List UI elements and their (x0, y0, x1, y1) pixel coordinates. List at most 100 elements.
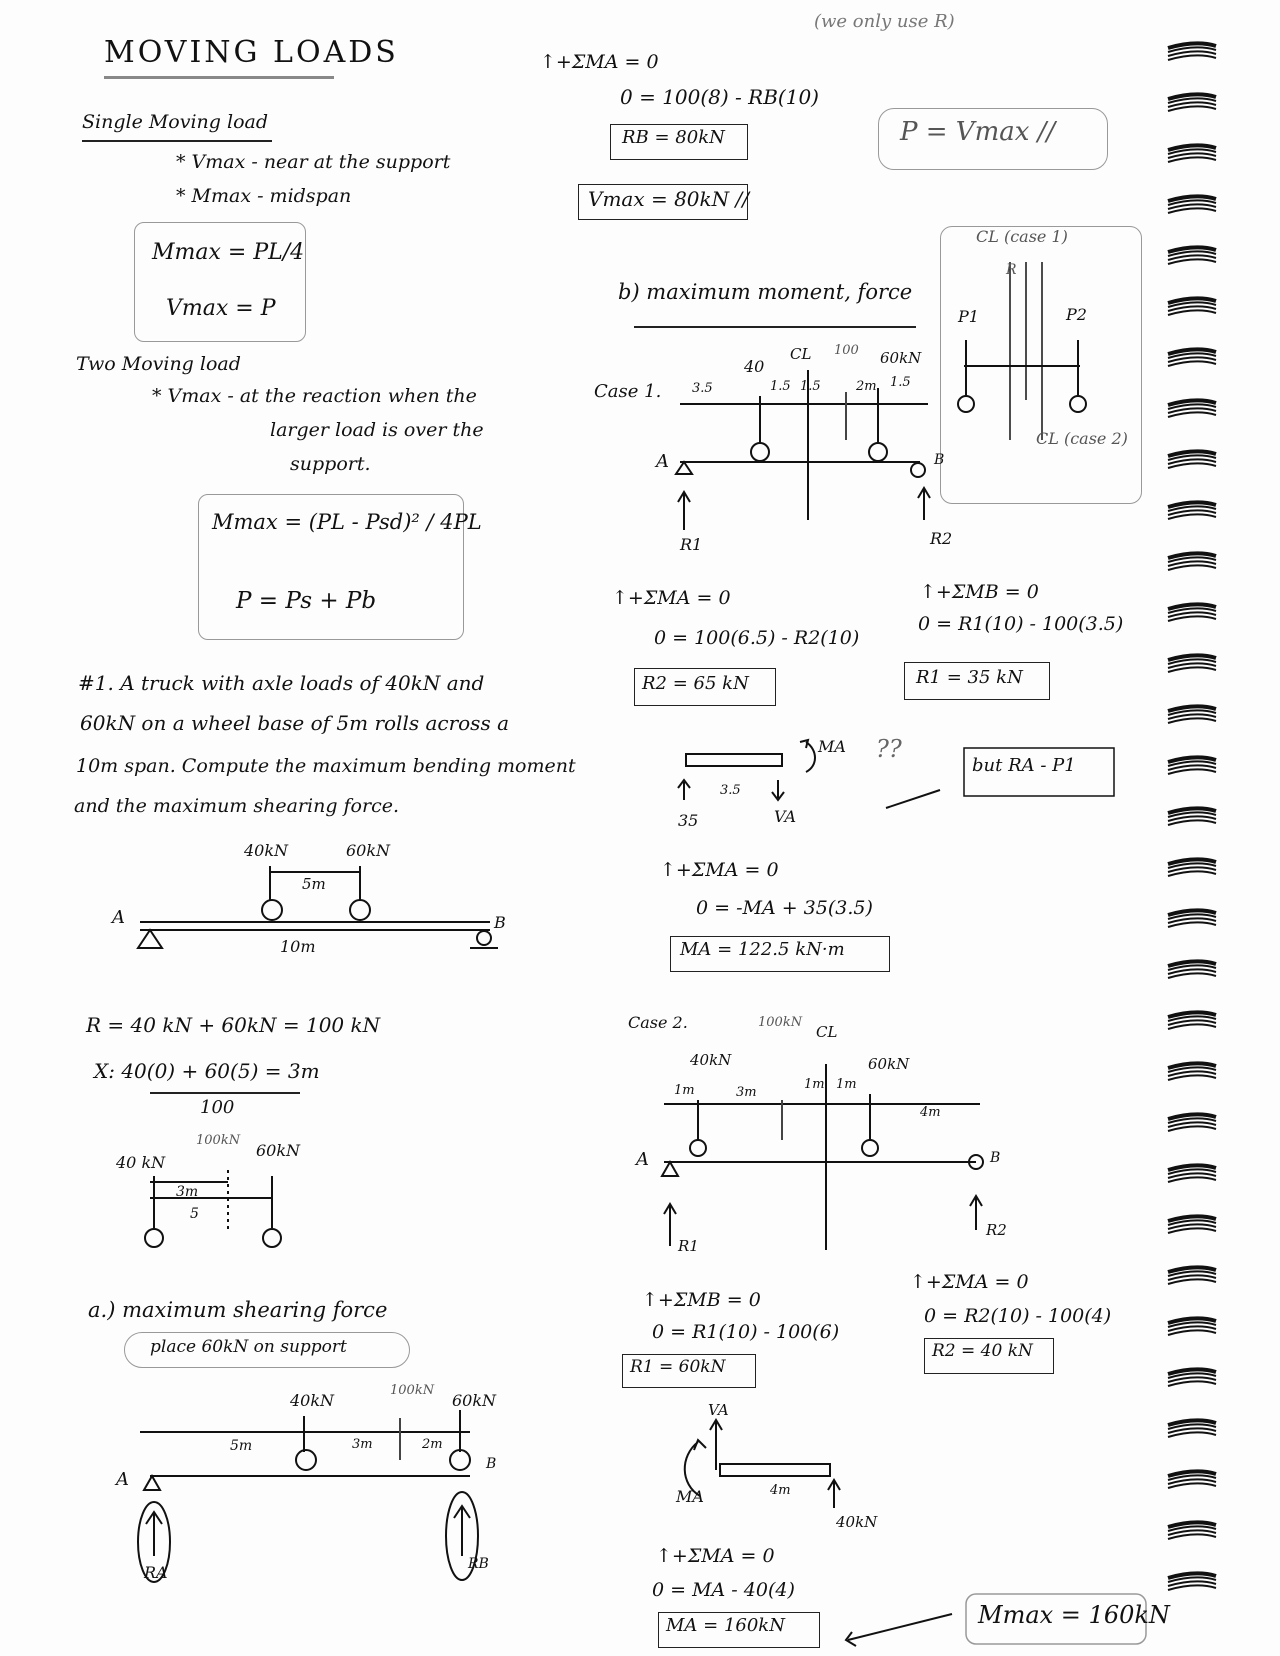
spiral-ring (1167, 1265, 1217, 1285)
case-2-fbd-ma: MA (676, 1487, 704, 1506)
case-2-eq-4: ↑+ΣMA = 0 (910, 1271, 1029, 1293)
fig2-dist-2: 5 (190, 1206, 199, 1222)
mmax-result: Mmax = 160kN (978, 1601, 1170, 1629)
page-title: MOVING LOADS (104, 35, 399, 70)
case-1-eq-1: ↑+ΣMA = 0 (612, 587, 731, 609)
fig1-load-2: 60kN (346, 841, 391, 860)
cl-case-2: CL (case 2) (1036, 429, 1128, 448)
spiral-ring (1167, 1520, 1217, 1540)
two-formula-1: Mmax = (PL - Psd)² / 4PL (212, 510, 482, 534)
problem-line-3: 10m span. Compute the maximum bending mo… (76, 755, 576, 777)
fig1-span: 10m (280, 937, 316, 956)
resultant-denominator: 100 (200, 1097, 235, 1118)
mid-top-eq-2: 0 = 100(8) - RB(10) (620, 85, 819, 109)
resultant-x: X: 40(0) + 60(5) = 3m (94, 1059, 320, 1083)
case-2-d2: 3m (736, 1085, 757, 1100)
mid-top-eq-3: RB = 80kN (622, 127, 725, 148)
spiral-ring (1167, 653, 1217, 673)
part-b-heading: b) maximum moment, force (618, 280, 913, 304)
two-bullet-3: support. (290, 453, 371, 475)
part-a-load-1: 40kN (290, 1391, 335, 1410)
case-2-eq-1: ↑+ΣMB = 0 (642, 1289, 761, 1311)
case-1-d2: 1.5 (770, 379, 791, 394)
case-1-eq-7: ↑+ΣMA = 0 (660, 859, 779, 881)
spiral-ring (1167, 806, 1217, 826)
note-p-vmax: P = Vmax // (900, 117, 1056, 147)
spiral-ring (1167, 500, 1217, 520)
case-1-fbd-ma: MA (818, 737, 846, 756)
cl-r: R (1006, 262, 1017, 278)
spiral-ring (1167, 143, 1217, 163)
spiral-ring (1167, 1367, 1217, 1387)
case-2-eq-7: ↑+ΣMA = 0 (656, 1545, 775, 1567)
fig1-label-b: B (494, 913, 506, 932)
single-formula-2: Vmax = P (166, 296, 276, 321)
case-2-load-1: 40kN (690, 1051, 732, 1069)
case-2-r1: R1 (678, 1237, 699, 1255)
two-heading: Two Moving load (76, 353, 241, 375)
case-1-r1: R1 (680, 535, 703, 554)
case-2-d4: 1m (836, 1077, 857, 1092)
case-2-eq-5: 0 = R2(10) - 100(4) (924, 1305, 1112, 1327)
single-heading: Single Moving load (82, 111, 269, 133)
spiral-ring (1167, 1469, 1217, 1489)
two-bullet-2: larger load is over the (270, 419, 484, 441)
vmax-result-box (578, 184, 748, 220)
part-a-rb: RB (468, 1556, 489, 1572)
spiral-ring (1167, 551, 1217, 571)
spiral-ring (1167, 1163, 1217, 1183)
fig1-spacing: 5m (302, 875, 326, 893)
spiral-ring (1167, 908, 1217, 928)
spiral-ring (1167, 704, 1217, 724)
case-2-fbd-d: 4m (770, 1483, 791, 1498)
spiral-ring (1167, 1214, 1217, 1234)
case-1-resultant: 100 (834, 343, 859, 358)
case-2-label: Case 2. (628, 1013, 688, 1032)
case-2-r2: R2 (986, 1221, 1007, 1239)
problem-line-4: and the maximum shearing force. (74, 795, 400, 817)
spiral-ring (1167, 92, 1217, 112)
single-bullet-2: * Mmax - midspan (176, 185, 352, 207)
case-2-eq-2: 0 = R1(10) - 100(6) (652, 1321, 840, 1343)
case-2-fbd-f: 40kN (836, 1513, 878, 1531)
spiral-ring (1167, 1571, 1217, 1591)
fig2-resultant: 100kN (196, 1133, 241, 1148)
part-a-load-2: 60kN (452, 1391, 497, 1410)
spiral-ring (1167, 398, 1217, 418)
spiral-ring (1167, 296, 1217, 316)
resultant-eq: R = 40 kN + 60kN = 100 kN (86, 1013, 381, 1037)
case-2-ma-box (658, 1612, 820, 1648)
spiral-ring (1167, 449, 1217, 469)
spiral-ring (1167, 1418, 1217, 1438)
part-a-heading: a.) maximum shearing force (88, 1298, 388, 1322)
spiral-ring (1167, 1112, 1217, 1132)
spiral-binding (1167, 41, 1217, 1591)
heading-underline (82, 140, 272, 142)
case-2-fbd-va: VA (708, 1401, 729, 1419)
fig2-load-1: 40 kN (116, 1153, 166, 1172)
spiral-ring (1167, 194, 1217, 214)
pvmax-box (878, 108, 1108, 170)
spiral-ring (1167, 857, 1217, 877)
case-2-r1-box (622, 1354, 756, 1388)
case-2-d1: 1m (674, 1083, 695, 1098)
two-bullet-1: * Vmax - at the reaction when the (152, 385, 477, 407)
case-1-qq: ?? (876, 735, 902, 763)
fig2-load-2: 60kN (256, 1141, 301, 1160)
case-1-fbd-d: 3.5 (720, 783, 741, 798)
case-1-but: but RA - P1 (972, 755, 1076, 776)
two-formula-box (198, 494, 464, 640)
case-2-d3: 1m (804, 1077, 825, 1092)
case-1-label-a: A (656, 451, 669, 472)
case-1-eq-9: MA = 122.5 kN·m (680, 939, 845, 960)
case-1-eq-5: 0 = R1(10) - 100(3.5) (918, 613, 1124, 635)
case-2-label-b: B (990, 1150, 1001, 1166)
spiral-ring (1167, 755, 1217, 775)
